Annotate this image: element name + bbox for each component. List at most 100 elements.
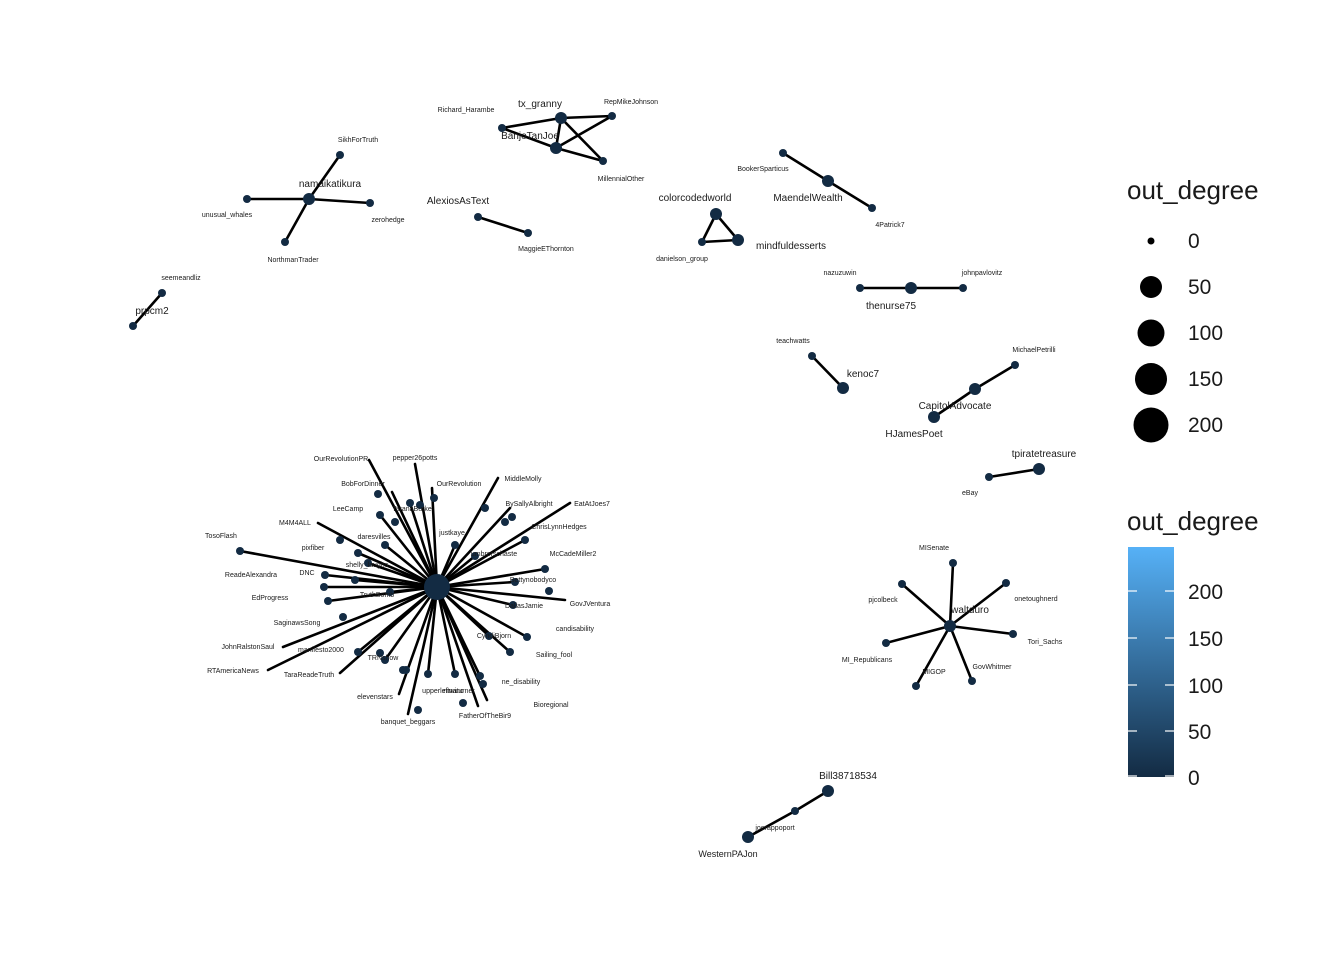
- node-tpiratetreasure: [1033, 463, 1045, 475]
- node-label-namaikatikura: namaikatikura: [299, 179, 362, 190]
- node-elevenstars: [399, 666, 407, 674]
- node-EdProgress: [320, 583, 328, 591]
- edge-waltduro-MI_Republicans: [884, 624, 952, 645]
- edge-seemeandliz-prpcm2: [131, 291, 164, 328]
- node-upperleftwino: [424, 670, 432, 678]
- node-MaendelWealth: [822, 175, 834, 187]
- node-joerappoport: [791, 807, 799, 815]
- size-legend-key-0: [1147, 237, 1155, 245]
- edge-hub-pepper26potts: [413, 462, 439, 589]
- node-seemeandliz: [158, 289, 166, 297]
- node-label-BySallyAlbright: BySallyAlbright: [505, 501, 552, 508]
- node-ninaturner: [451, 670, 459, 678]
- edge-hub-M4M4ALL: [316, 521, 439, 589]
- color-legend-label: 50: [1188, 721, 1211, 744]
- edge-hub-OurRevolution: [430, 486, 439, 589]
- edge-hub-TaraReadeTruth: [338, 585, 439, 675]
- node-label-SikhForTruth: SikhForTruth: [338, 137, 378, 144]
- node-TRNshow: [381, 656, 389, 664]
- node-label-johnpavlovitz: johnpavlovitz: [961, 270, 1003, 277]
- node-SikhForTruth: [336, 151, 344, 159]
- node-label-Bill38718534: Bill38718534: [819, 771, 877, 782]
- node-label-ChrisLynnHedges: ChrisLynnHedges: [531, 524, 587, 531]
- node-daresvilles: [381, 541, 389, 549]
- node-OurRevolutionPR: [374, 490, 382, 498]
- node-namaikatikura: [303, 193, 315, 205]
- node-RTAmericaNews: [376, 649, 384, 657]
- node-label-Bettynobodyco: Bettynobodyco: [510, 577, 556, 584]
- node-label-DallasJamie: DallasJamie: [505, 603, 543, 610]
- edge-hub-TosoFlash: [238, 549, 439, 589]
- node-BookerSparticus: [779, 149, 787, 157]
- node-Sailing_fool: [506, 648, 514, 656]
- node-McCadeMiller2: [541, 565, 549, 573]
- node-label-CyndiBjorn: CyndiBjorn: [477, 633, 511, 640]
- node-label-MaggieEThornton: MaggieEThornton: [518, 246, 574, 253]
- node-MISenate: [949, 559, 957, 567]
- edge-teachwatts-kenoc7: [810, 354, 845, 390]
- node-colorcodedworld: [710, 208, 722, 220]
- node-label-EdProgress: EdProgress: [252, 595, 289, 602]
- node-label-daresvilles: daresvilles: [357, 534, 391, 541]
- edge-hub-McCadeMiller2: [435, 567, 547, 589]
- node-label-unusual_whales: unusual_whales: [202, 212, 253, 219]
- node-label-MiddleMolly: MiddleMolly: [505, 476, 542, 483]
- node-label-waltduro: waltduro: [950, 605, 989, 616]
- node-label-DNC: DNC: [299, 570, 314, 577]
- node-unusual_whales: [243, 195, 251, 203]
- node-label-BobForDinner: BobForDinner: [341, 481, 385, 488]
- edge-tx_granny-Richard_Harambe: [500, 116, 563, 130]
- node-CapitolAdvocate: [969, 383, 981, 395]
- size-legend-label: 0: [1188, 230, 1200, 253]
- node-SaginawsSong: [324, 597, 332, 605]
- node-label-TruthBomb: TruthBomb: [360, 592, 394, 599]
- node-label-MISenate: MISenate: [919, 545, 949, 552]
- node-label-TosoFlash: TosoFlash: [205, 533, 237, 540]
- size-legend-key-150: [1135, 363, 1167, 395]
- edge-BanjoTanJoe-MillennialOther: [554, 146, 605, 163]
- node-label-thenurse75: thenurse75: [866, 301, 916, 312]
- color-legend: 200 150 100 50 0: [1128, 547, 1223, 790]
- node-BySallyAlbright: [501, 518, 509, 526]
- node-ChrisLynnHedges: [521, 536, 529, 544]
- edge-BanjoTanJoe-RepMikeJohnson: [554, 114, 614, 150]
- node-label-colorcodedworld: colorcodedworld: [659, 193, 732, 204]
- node-danielson_group: [698, 238, 706, 246]
- node-label-candisability: candisability: [556, 626, 595, 633]
- edge-CapitolAdvocate-HJamesPoet: [932, 387, 977, 419]
- node-label-nazuzuwin: nazuzuwin: [823, 270, 856, 277]
- edge-hub-EatAtJoes7: [435, 501, 572, 589]
- node-label-MillennialOther: MillennialOther: [598, 176, 645, 183]
- edge-MaendelWealth-4Patrick7: [826, 179, 874, 210]
- edge-hub-TaranaBurke: [408, 501, 439, 589]
- node-label-justkaye: justkaye: [438, 530, 465, 537]
- node-FatherOfTheBir9: [459, 699, 467, 707]
- node-RepMikeJohnson: [608, 112, 616, 120]
- node-4Patrick7: [868, 204, 876, 212]
- node-label-shelly_laughs: shelly_laughs: [346, 562, 389, 569]
- node-ne_disability: [476, 672, 484, 680]
- node-Bettynobodyco: [511, 578, 519, 586]
- edge-hub-ninaturner: [435, 585, 457, 676]
- edge-hub-GovJVentura: [435, 585, 567, 602]
- node-label-eBay: eBay: [962, 490, 978, 497]
- edge-waltduro-MISenate: [948, 561, 955, 628]
- node-nazuzuwin: [856, 284, 864, 292]
- edge-namaikatikura-SikhForTruth: [307, 153, 342, 201]
- edge-hub-BySallyAlbright: [435, 506, 512, 589]
- node-manifesto2000: [354, 648, 362, 656]
- edge-hub-Sailing_fool: [435, 585, 512, 654]
- node-label-FatherOfTheBir9: FatherOfTheBir9: [459, 713, 511, 720]
- edge-MichaelPetrilli-CapitolAdvocate: [973, 363, 1017, 391]
- node-label-OurRevolution: OurRevolution: [437, 481, 482, 488]
- node-TaranaBurke: [406, 499, 414, 507]
- edge-hub-candisability: [435, 585, 529, 639]
- size-legend-key-200: [1133, 407, 1169, 443]
- edge-joerappoport-WesternPAJon: [746, 809, 797, 839]
- node-Bill38718534: [822, 785, 834, 797]
- node-johnpavlovitz: [959, 284, 967, 292]
- node-label-danielson_group: danielson_group: [656, 256, 708, 263]
- edge-hub-ChrisLynnHedges: [435, 538, 527, 589]
- size-legend-title: out_degree: [1127, 175, 1259, 205]
